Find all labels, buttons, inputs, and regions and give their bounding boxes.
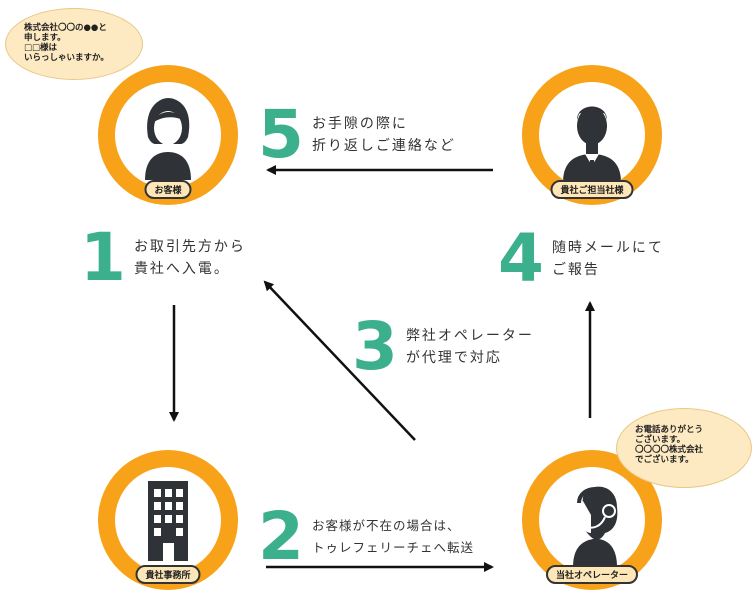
customer-speech-bubble: 株式会社〇〇の●●と 申します。 □□様は いらっしゃいますか。	[5, 8, 143, 80]
customer-label: お客様	[144, 180, 192, 199]
woman-person-icon	[145, 98, 191, 180]
client-office-label: 貴社事務所	[135, 565, 201, 584]
person-in-charge-label: 貴社ご担当社様	[550, 180, 634, 199]
step-4: 4 随時メールにて ご報告	[498, 220, 664, 297]
arrow-3-diagonal	[263, 280, 416, 441]
step-number: 3	[352, 308, 398, 385]
step-number: 5	[258, 96, 304, 173]
businessman-icon	[563, 106, 621, 182]
step-5: 5 お手隙の際に 折り返しご連絡など	[258, 96, 456, 173]
customer-node: お客様	[98, 65, 238, 205]
step-number: 2	[258, 498, 304, 575]
headset-operator-icon	[573, 486, 618, 567]
step-2: 2 お客様が不在の場合は、 トゥレフェリーチェへ転送	[258, 498, 474, 575]
step-number: 1	[80, 219, 126, 296]
person-in-charge-node: 貴社ご担当社様	[522, 65, 662, 205]
operator-label: 当社オペレーター	[545, 565, 639, 584]
step-number: 4	[498, 220, 544, 297]
step-3: 3 弊社オペレーター が代理で対応	[352, 308, 534, 385]
client-office-node: 貴社事務所	[98, 450, 238, 590]
operator-speech-bubble: お電話ありがとう ございます。 〇〇〇〇株式会社 でございます。	[616, 408, 752, 488]
office-building-icon	[148, 481, 188, 561]
step-1: 1 お取引先方から 貴社へ入電。	[80, 219, 246, 296]
